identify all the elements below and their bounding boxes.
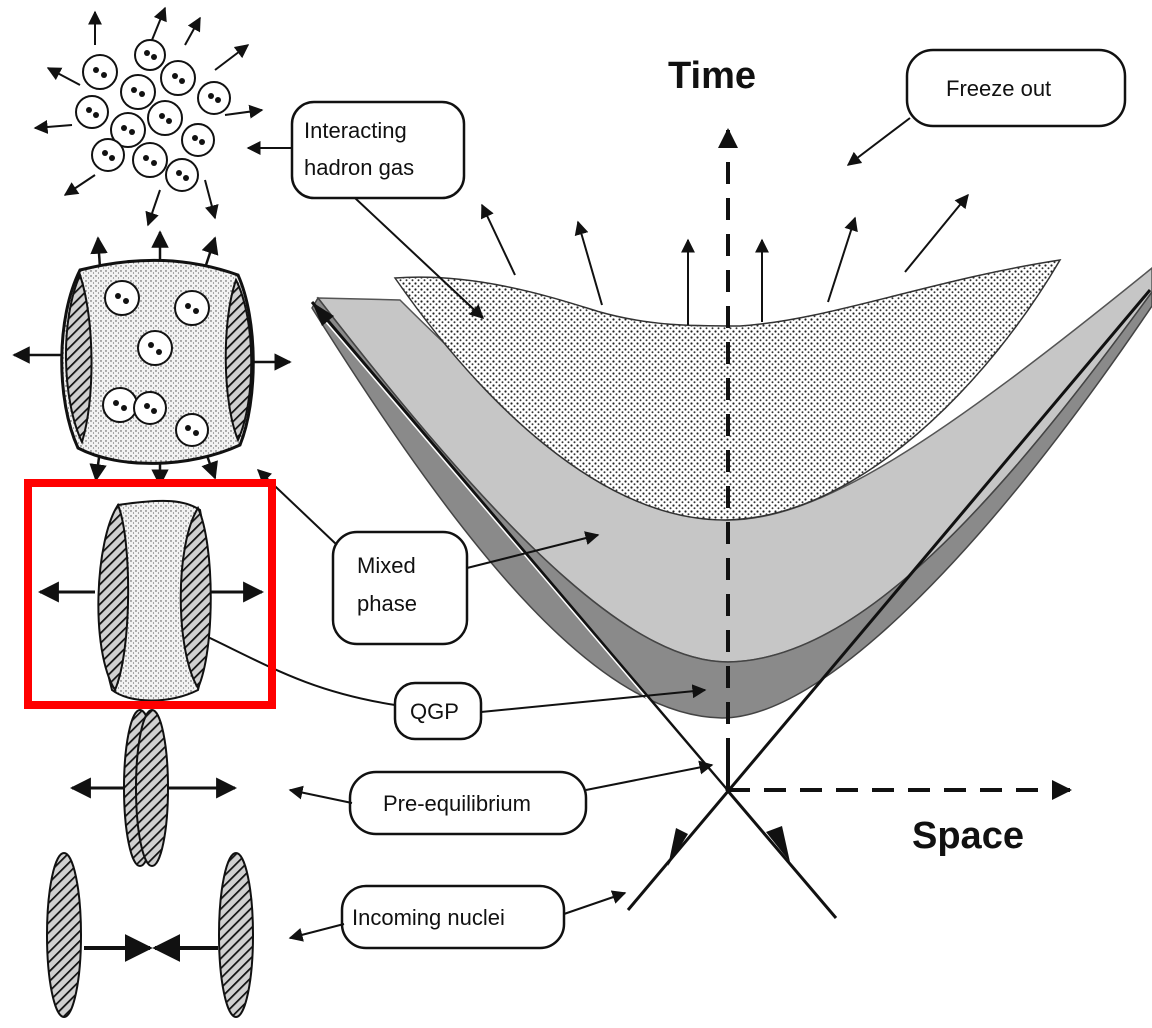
mixed-phase-label-line2: phase: [357, 591, 417, 616]
freeze-out-label: Freeze out: [946, 76, 1051, 101]
qgp-label: QGP: [410, 699, 459, 724]
pre-equilibrium-label: Pre-equilibrium: [383, 791, 531, 816]
incoming-nuclei-label: Incoming nuclei: [352, 905, 505, 930]
incoming-nuclei-box: Incoming nuclei: [290, 886, 625, 948]
hadron-gas-label-line2: hadron gas: [304, 155, 414, 180]
pre-equilibrium-illustration: [72, 710, 235, 866]
incoming-nuclei-illustration: [47, 853, 253, 1017]
incoming-arrow-right: [766, 826, 790, 862]
hadron-gas-label-line1: Interacting: [304, 118, 407, 143]
time-axis-label: Time: [668, 55, 756, 97]
hadron-gas-illustration: [35, 8, 262, 225]
mixed-phase-label-line1: Mixed: [357, 553, 416, 578]
hadron-gas-box: Interacting hadron gas: [248, 102, 483, 318]
pre-equilibrium-box: Pre-equilibrium: [290, 765, 712, 834]
freeze-out-box: Freeze out: [848, 50, 1125, 165]
space-axis-label: Space: [912, 815, 1024, 857]
qgp-stage-illustration: [40, 501, 262, 701]
incoming-arrow-left: [668, 828, 688, 866]
mixed-phase-illustration: [14, 232, 290, 485]
